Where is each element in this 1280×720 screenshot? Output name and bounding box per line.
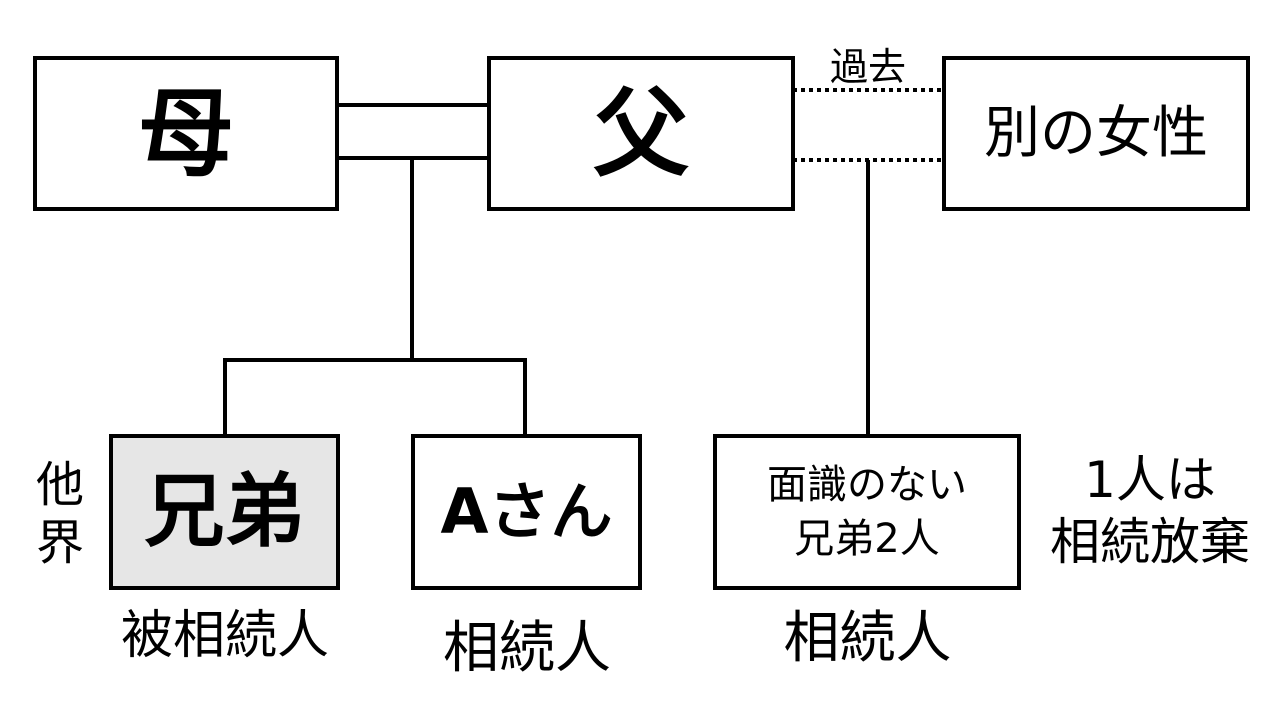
a-san-box: Aさん bbox=[411, 434, 642, 590]
renounce-line1: 1人は bbox=[1084, 450, 1216, 509]
other-woman-label: 別の女性 bbox=[984, 100, 1208, 166]
half-siblings-line1: 面識のない bbox=[767, 462, 967, 508]
sibling-box: 兄弟 bbox=[109, 434, 340, 590]
deceased-text: 他界 bbox=[35, 457, 84, 571]
decedent-caption: 被相続人 bbox=[120, 605, 329, 666]
deceased-label: 他界 bbox=[25, 450, 95, 580]
mother-label: 母 bbox=[138, 77, 234, 190]
sibling-label: 兄弟 bbox=[144, 465, 305, 558]
other-woman-box: 別の女性 bbox=[942, 56, 1250, 211]
father-label: 父 bbox=[593, 77, 689, 190]
a-san-label: Aさん bbox=[440, 475, 613, 548]
father-box: 父 bbox=[487, 56, 795, 211]
heir-half-caption: 相続人 bbox=[783, 605, 952, 671]
heir-a-caption: 相続人 bbox=[443, 615, 611, 681]
renounce-label: 1人は 相続放棄 bbox=[1030, 446, 1270, 576]
mother-box: 母 bbox=[33, 56, 339, 211]
half-siblings-line2: 兄弟2人 bbox=[794, 516, 940, 562]
renounce-line2: 相続放棄 bbox=[1050, 513, 1250, 571]
past-label: 過去 bbox=[829, 44, 906, 89]
half-siblings-box: 面識のない 兄弟2人 bbox=[713, 434, 1021, 590]
